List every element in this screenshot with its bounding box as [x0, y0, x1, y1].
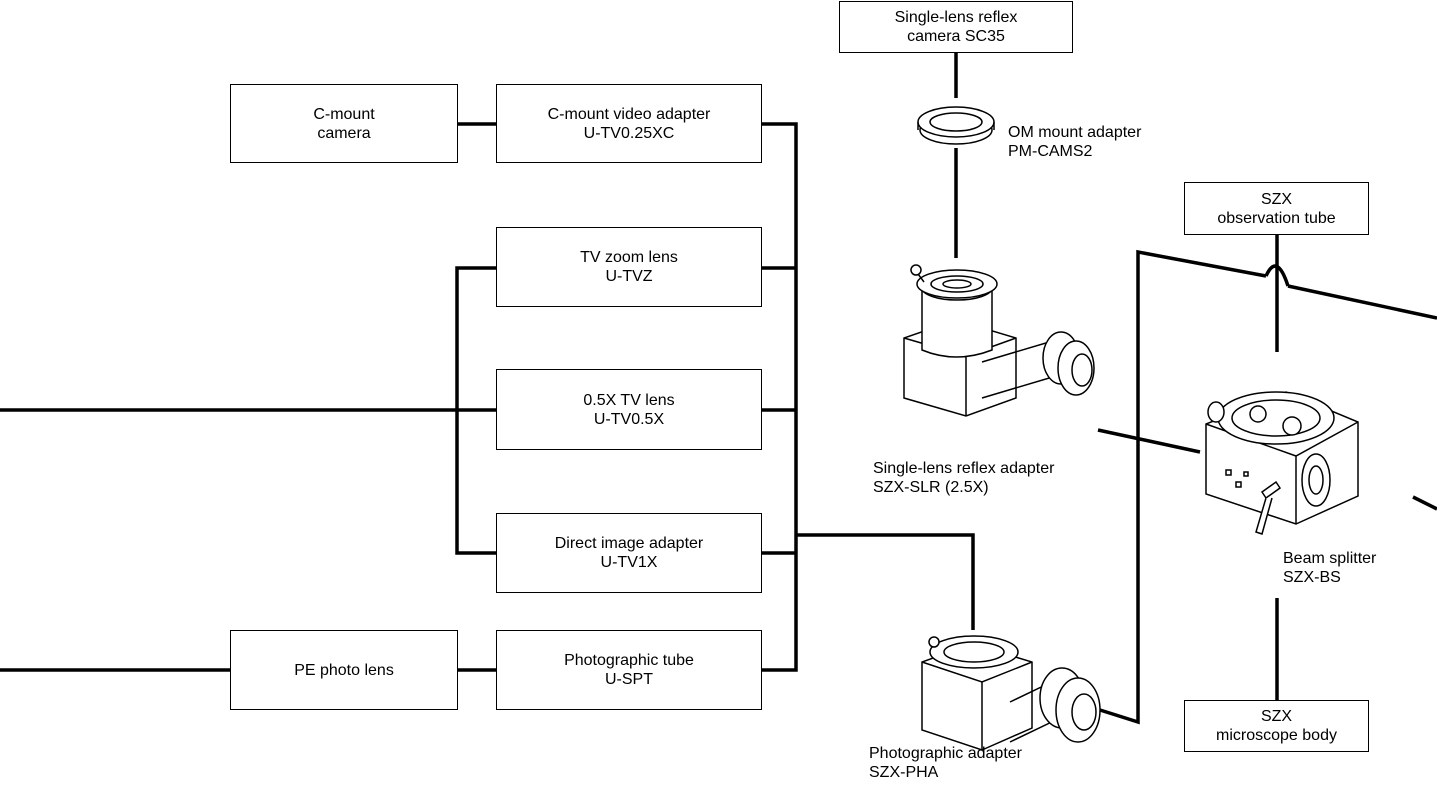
box-line-2: U-TV0.25XC	[583, 124, 675, 142]
om-mount-adapter-icon	[917, 106, 995, 145]
szx-microscope-body-box: SZX microscope body	[1184, 700, 1369, 752]
label-line-1: Single-lens reflex adapter	[873, 460, 1055, 477]
beam-splitter-icon	[1205, 391, 1359, 535]
label-line-2: SZX-SLR (2.5X)	[873, 479, 989, 496]
photographic-adapter-icon	[921, 635, 1101, 751]
label-line-2: SZX-PHA	[869, 764, 939, 781]
box-line-2: U-TV0.5X	[593, 410, 665, 428]
box-line-2: U-SPT	[605, 671, 653, 688]
box-line-2: camera SC35	[907, 28, 1005, 45]
box-line-1: SZX	[1260, 708, 1293, 725]
box-line-2: U-TVZ	[605, 268, 653, 285]
szx-observation-tube-box: SZX observation tube	[1184, 182, 1369, 235]
box-line-1: SZX	[1260, 190, 1293, 208]
box-line-1: TV zoom lens	[580, 249, 678, 266]
box-line-1: Single-lens reflex	[894, 9, 1018, 26]
label-line-1: OM mount adapter	[1008, 124, 1142, 141]
label-line-1: Beam splitter	[1283, 550, 1377, 567]
slr-adapter-label: Single-lens reflex adapter SZX-SLR (2.5X…	[873, 459, 1054, 497]
slr-camera-box: Single-lens reflex camera SC35	[839, 1, 1073, 53]
box-line-1: Direct image adapter	[554, 535, 704, 552]
box-line-2: microscope body	[1216, 727, 1337, 744]
box-line-1: PE photo lens	[294, 661, 394, 679]
label-line-2: PM-CAMS2	[1008, 143, 1093, 160]
pe-photo-lens-box: PE photo lens	[230, 630, 458, 710]
direct-image-adapter-box: Direct image adapter U-TV1X	[496, 513, 762, 593]
box-line-2: camera	[317, 124, 371, 142]
c-mount-video-adapter-box: C-mount video adapter U-TV0.25XC	[496, 84, 762, 163]
photographic-adapter-label: Photographic adapter SZX-PHA	[869, 744, 1022, 782]
label-line-1: Photographic adapter	[869, 745, 1022, 762]
beam-splitter-label: Beam splitter SZX-BS	[1283, 549, 1376, 587]
tv-lens-05x-box: 0.5X TV lens U-TV0.5X	[496, 369, 762, 450]
box-line-1: 0.5X TV lens	[583, 391, 675, 409]
photographic-tube-box: Photographic tube U-SPT	[496, 630, 762, 710]
tv-zoom-lens-box: TV zoom lens U-TVZ	[496, 227, 762, 307]
label-line-2: SZX-BS	[1283, 569, 1341, 586]
box-line-2: observation tube	[1217, 209, 1336, 227]
box-line-2: U-TV1X	[600, 554, 658, 571]
slr-adapter-icon	[903, 264, 1095, 417]
om-mount-adapter-label: OM mount adapter PM-CAMS2	[1008, 123, 1141, 161]
box-line-1: Photographic tube	[564, 652, 694, 669]
box-line-1: C-mount video adapter	[547, 105, 711, 123]
box-line-1: C-mount	[313, 105, 375, 123]
c-mount-camera-box: C-mount camera	[230, 84, 458, 163]
